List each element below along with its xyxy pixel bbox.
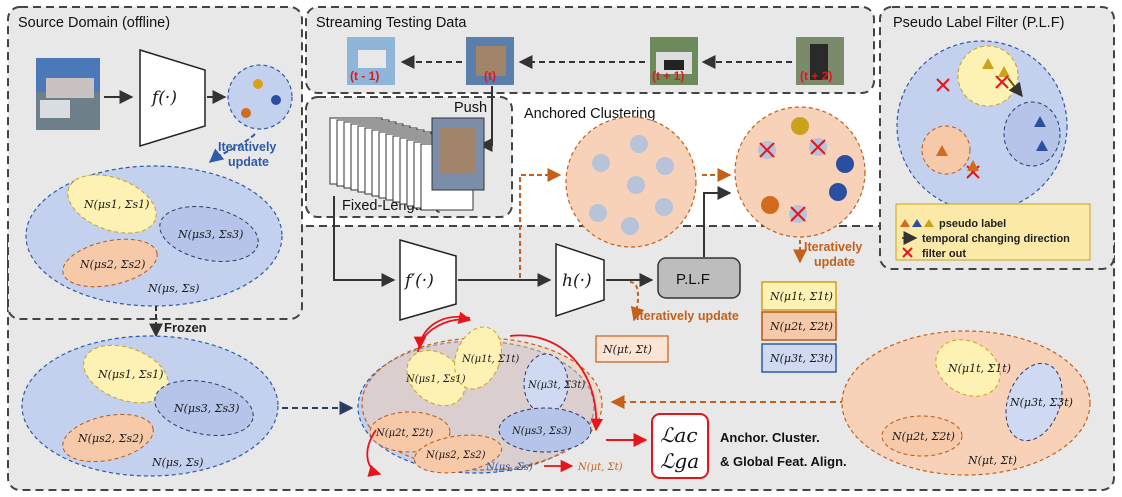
streaming-panel [305,6,875,94]
bottom-target-3-label: N(μ3t, Σ3t) [1009,396,1073,409]
frozen-gaussian-3 [154,380,254,436]
source-domain-title: Source Domain (offline) [18,15,170,31]
encoder-fprime-label: f′(·) [403,271,434,291]
plf-box-label: P.L.F [676,271,710,288]
frame-label-t-plus-2: (t + 2) [800,69,832,83]
align-source-global-label: N(μs, Σs) [485,462,533,473]
source-gaussian-3-label: N(μs3, Σs3) [177,228,243,241]
align-source-1-label: N(μs1, Σs1) [405,374,466,385]
target-gaussian-box-2 [761,311,837,341]
encoder-fprime-shape [399,239,457,321]
align-target-2-label: N(μ2t, Σ2t) [375,428,433,439]
source-global-label: N(μs, Σs) [147,282,199,295]
head-h-shape [555,242,605,318]
target-gaussian-1-label: N(μ1t, Σ1t) [769,290,833,303]
plf-box [657,257,741,299]
plf-orange-cluster [921,125,971,175]
frozen-gaussian-2 [62,413,154,463]
bottom-target-gaussian-2 [881,415,963,457]
source-gaussian-2 [62,238,158,288]
align-source-2-label: N(μs2, Σs2) [425,450,486,461]
frozen-label: Frozen [164,320,207,335]
loss-ac: ℒac [660,423,698,447]
target-gaussian-3-label: N(μ3t, Σ3t) [769,352,833,365]
source-gaussian-3 [159,206,259,262]
align-target-gaussian-3 [523,353,569,415]
target-gaussian-box-3 [761,343,837,373]
frozen-gaussian-1-label: N(μs1, Σs1) [97,368,163,381]
plf-yellow-cluster [957,45,1019,107]
legend-pseudo-label: pseudo label [939,218,1006,230]
bottom-target-1-label: N(μ1t, Σ1t) [947,362,1011,375]
align-target-1-label: N(μ1t, Σ1t) [461,354,519,365]
legend-filter-out: filter out [922,248,966,260]
iter-update-orange-mid: Iteratively update [636,309,739,323]
encoder-f-shape [139,48,206,148]
frozen-global-label: N(μs, Σs) [151,456,203,469]
head-h-label: h(·) [562,271,592,291]
align-target-3-label: N(μ3t, Σ3t) [527,380,585,391]
target-gaussian-2-label: N(μ2t, Σ2t) [769,320,833,333]
loss-box [651,413,709,479]
align-source-gaussian-1 [406,349,466,407]
plf-title: Pseudo Label Filter (P.L.F) [893,15,1064,31]
bottom-target-gaussian-3 [1005,362,1063,442]
frame-label-t-plus-1: (t + 1) [652,69,684,83]
global-target-label: N(μt, Σt) [602,343,652,356]
source-cluster-circle [227,64,293,130]
streaming-title: Streaming Testing Data [316,15,467,31]
source-gaussian-1 [67,174,157,234]
loss-ga: ℒga [660,449,699,473]
frame-label-t: (t) [484,69,496,83]
frame-t-plus-2 [796,37,844,85]
frame-label-t-minus-1: (t - 1) [350,69,379,83]
bottom-target-2-label: N(μ2t, Σ2t) [891,430,955,443]
align-target-global-label: N(μt, Σt) [577,462,623,473]
push-label: Push [454,100,487,116]
target-gaussian-box-1 [761,281,837,311]
queue-stack [329,117,485,211]
bottom-target-gaussian-1 [935,339,1001,397]
frozen-gaussian-3-label: N(μs3, Σs3) [173,402,239,415]
iter-update-orange-right-2: update [814,255,855,269]
align-source-3-label: N(μs3, Σs3) [511,426,572,437]
bottom-target-global-label: N(μt, Σt) [967,454,1017,467]
legend-temporal: temporal changing direction [922,233,1070,245]
source-image-icon [36,58,100,130]
align-target-gaussian-1 [454,326,502,390]
queue-head-image-content [440,128,476,174]
plf-blue-cluster [1003,101,1061,167]
encoder-f-label: f(·) [150,88,177,108]
frame-t-minus-1 [347,37,395,85]
plf-legend [895,203,1091,261]
frame-t [466,37,514,85]
align-text-1: Anchor. Cluster. [720,430,820,445]
global-target-box [595,335,669,363]
align-text-2: & Global Feat. Align. [720,454,847,469]
frozen-gaussian-2-label: N(μs2, Σs2) [77,432,143,445]
iter-update-blue-1: Iteratively [218,140,276,154]
source-gaussian-2-label: N(μs2, Σs2) [79,258,145,271]
iter-update-orange-right-1: Iteratively [804,240,862,254]
source-gaussian-1-label: N(μs1, Σs1) [83,198,149,211]
frame-t-plus-1 [650,37,698,85]
align-target-gaussian-2 [369,411,451,453]
iter-update-blue-2: update [228,155,269,169]
align-source-gaussian-2 [413,434,503,474]
